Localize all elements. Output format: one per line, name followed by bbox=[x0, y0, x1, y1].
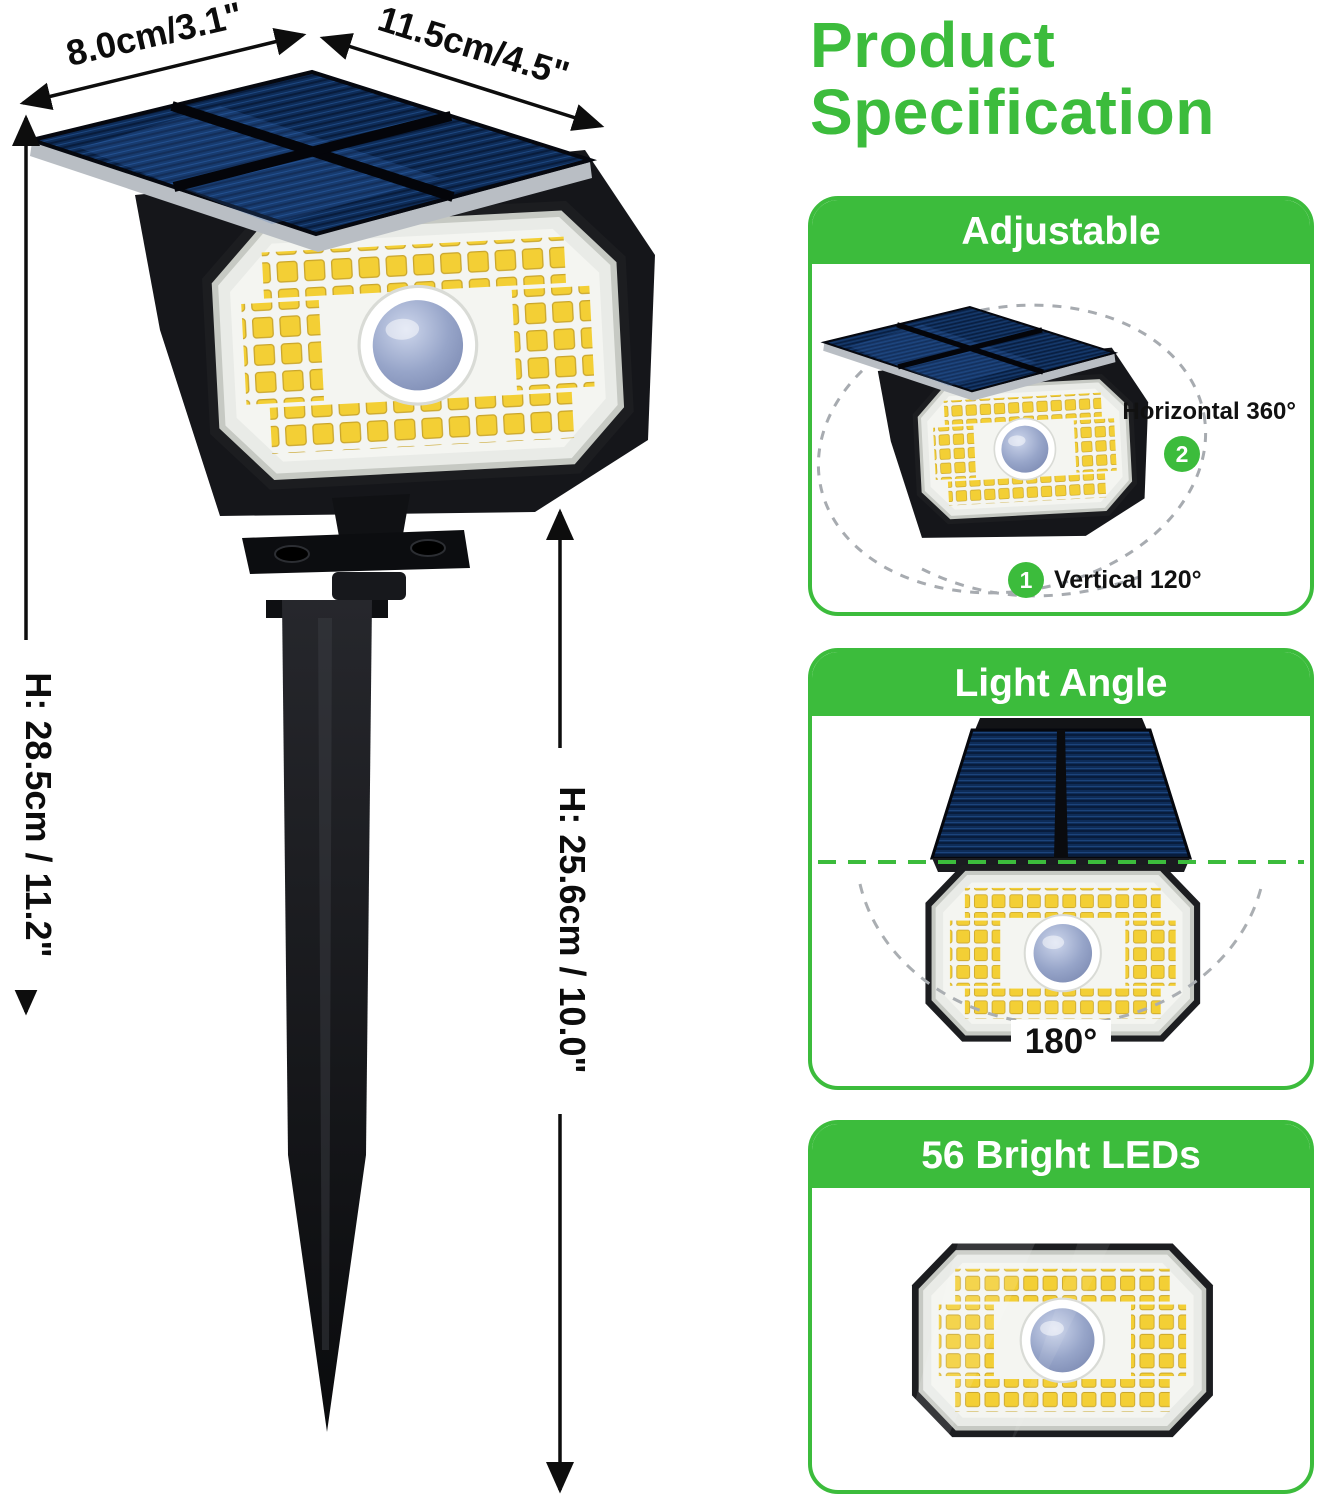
horizontal-rotation-label: Horizontal 360° bbox=[1122, 398, 1296, 425]
main-product-illustration: 8.0cm/3.1" 11.5cm/4.5" H: 28.5cm / 11.2"… bbox=[2, 0, 770, 1494]
dimension-label-panel-depth: 8.0cm/3.1" bbox=[62, 0, 246, 74]
dimension-arrow-panel-depth bbox=[19, 28, 307, 110]
panel-divider bbox=[1054, 730, 1068, 858]
label-backplate bbox=[2, 640, 48, 990]
card-bright-leds-header: 56 Bright LEDs bbox=[812, 1124, 1310, 1188]
step-badge-2: 2 bbox=[1164, 436, 1200, 472]
label-backplate bbox=[536, 748, 582, 1114]
ground-stake bbox=[266, 600, 388, 1432]
panel-rim bbox=[975, 718, 1147, 730]
lamp-head bbox=[30, 72, 655, 516]
beam-angle-label-wrap: 180° bbox=[812, 1020, 1310, 1064]
led-face-illustration bbox=[812, 1228, 1310, 1453]
card-light-angle: Light Angle 180° bbox=[808, 648, 1314, 1090]
step-badge-1: 1 bbox=[1008, 562, 1044, 598]
light-angle-illustration bbox=[818, 718, 1304, 1090]
dimension-label-total-height: H: 28.5cm / 11.2" bbox=[18, 672, 59, 957]
card-light-angle-header: Light Angle bbox=[812, 652, 1310, 716]
vertical-rotation-label: Vertical 120° bbox=[1054, 566, 1202, 594]
dimension-label-stake-height: H: 25.6cm / 10.0" bbox=[552, 786, 593, 1073]
dimension-arrow-panel-width bbox=[319, 33, 605, 131]
rotation-ellipse-dashed bbox=[816, 303, 1208, 595]
card-adjustable: Adjustable Horizontal 360° 2 1 Vertical … bbox=[808, 196, 1314, 616]
glare-overlay bbox=[1007, 1230, 1117, 1453]
mounting-bracket bbox=[242, 494, 470, 600]
page-title-line2: Specification bbox=[810, 75, 1215, 148]
card-adjustable-header: Adjustable bbox=[812, 200, 1310, 264]
adjustable-illustration bbox=[816, 303, 1208, 598]
glare-overlay bbox=[912, 1228, 1042, 1450]
page-title-line1: Product bbox=[810, 9, 1056, 81]
beam-angle-label: 180° bbox=[1010, 1020, 1112, 1064]
card-bright-leds: 56 Bright LEDs bbox=[808, 1120, 1314, 1494]
dimension-label-panel-width: 11.5cm/4.5" bbox=[373, 0, 574, 94]
page-title: Product Specification bbox=[810, 12, 1320, 145]
